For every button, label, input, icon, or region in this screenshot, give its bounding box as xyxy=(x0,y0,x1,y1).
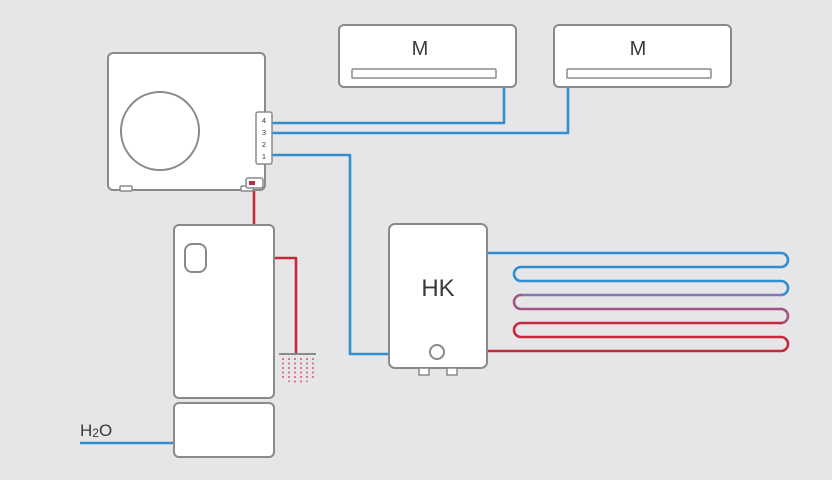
floor-loop-red xyxy=(485,321,790,353)
outdoor-unit: 4 3 2 1 xyxy=(107,52,273,192)
hot-water-tank xyxy=(173,224,275,399)
pipe-to-indoor-unit-1 xyxy=(272,87,506,125)
indoor-unit-2: M xyxy=(553,24,732,88)
indoor-unit-1-label: M xyxy=(412,38,429,60)
heating-module: HK xyxy=(388,223,488,376)
water-inlet-label: H2O xyxy=(80,421,112,440)
floor-loop-mauve xyxy=(512,293,790,325)
fan-icon xyxy=(120,91,200,171)
water-module xyxy=(173,402,275,458)
pipe-to-heating-module xyxy=(272,153,389,356)
heating-module-label: HK xyxy=(421,275,454,302)
shower-icon xyxy=(279,353,316,384)
hot-water-outlet-pipe xyxy=(274,256,298,354)
floor-loop-blue xyxy=(485,251,790,297)
port-label-3: 3 xyxy=(262,128,266,137)
port-label-2: 2 xyxy=(262,140,266,149)
indoor-unit-2-label: M xyxy=(630,38,647,60)
port-label-1: 1 xyxy=(262,152,266,161)
pipe-to-indoor-unit-2 xyxy=(272,87,570,135)
port-label-4: 4 xyxy=(262,116,266,125)
indoor-unit-1: M xyxy=(338,24,517,88)
tank-display-icon xyxy=(184,243,207,273)
port-block xyxy=(255,111,273,165)
pressure-gauge-icon xyxy=(429,344,445,360)
